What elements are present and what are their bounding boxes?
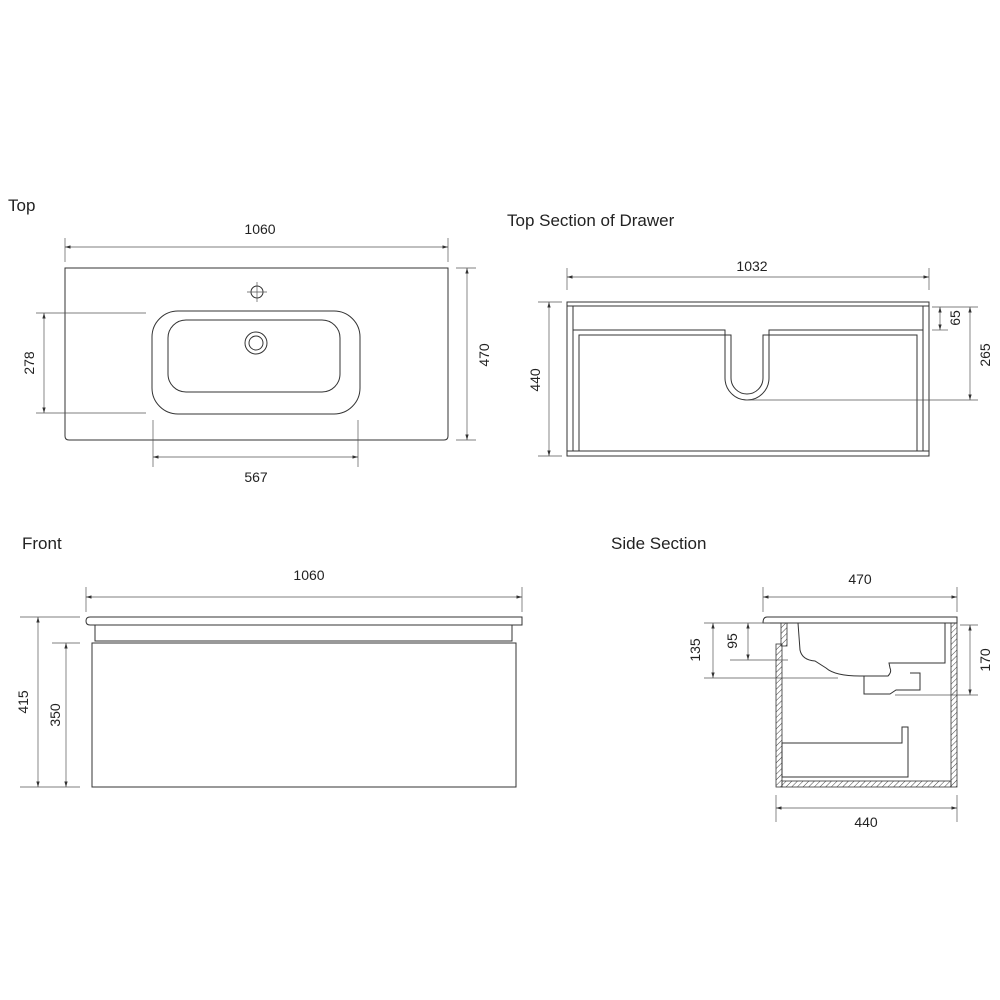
- dim-label-front-width: 1060: [293, 567, 324, 583]
- faucet-hole-icon: [247, 282, 267, 302]
- side-back-panel: [950, 622, 958, 788]
- side-view-title: Side Section: [611, 534, 706, 553]
- dim-label-135: 135: [687, 638, 703, 662]
- countertop-outline: [64, 267, 449, 441]
- dim-label-basin-depth: 278: [21, 351, 37, 375]
- dim-label-side-depth: 470: [848, 571, 872, 587]
- drain-icon: [244, 331, 268, 355]
- sink-profile: [797, 622, 946, 677]
- drawer-outline: [566, 301, 930, 457]
- top-view-title: Top: [8, 196, 35, 215]
- dim-label-height: 415: [15, 690, 31, 714]
- front-view: Front 1060 415 350: [15, 534, 523, 788]
- dim-label-basin-width: 567: [244, 469, 268, 485]
- top-view: Top 1060 278 470 567: [8, 196, 492, 485]
- front-view-title: Front: [22, 534, 62, 553]
- dim-label-notch: 265: [977, 343, 993, 367]
- dim-label-170: 170: [977, 648, 993, 672]
- basin-inner: [167, 319, 341, 393]
- front-drawer: [91, 642, 517, 788]
- dim-label-drawer-depth: 440: [527, 368, 543, 392]
- dim-label-95: 95: [724, 633, 740, 649]
- dim-label-drawer-height: 350: [47, 703, 63, 727]
- dim-label-depth: 470: [476, 343, 492, 367]
- dim-label-width: 1060: [244, 221, 275, 237]
- side-drawer: [781, 726, 909, 778]
- basin-outer: [151, 310, 361, 415]
- side-countertop: [762, 616, 958, 624]
- drawer-view-title: Top Section of Drawer: [507, 211, 675, 230]
- dim-label-rail: 65: [947, 310, 963, 326]
- dim-label-inner-depth: 440: [854, 814, 878, 830]
- drawer-notch: [573, 329, 923, 401]
- dim-label-drawer-width: 1032: [736, 258, 767, 274]
- side-section-view: Side Section 470 135 95 170 440: [611, 534, 993, 830]
- drawer-section-view: Top Section of Drawer 1032 440 65 265: [507, 211, 993, 457]
- side-bottom-panel: [781, 780, 952, 788]
- front-countertop: [85, 616, 523, 626]
